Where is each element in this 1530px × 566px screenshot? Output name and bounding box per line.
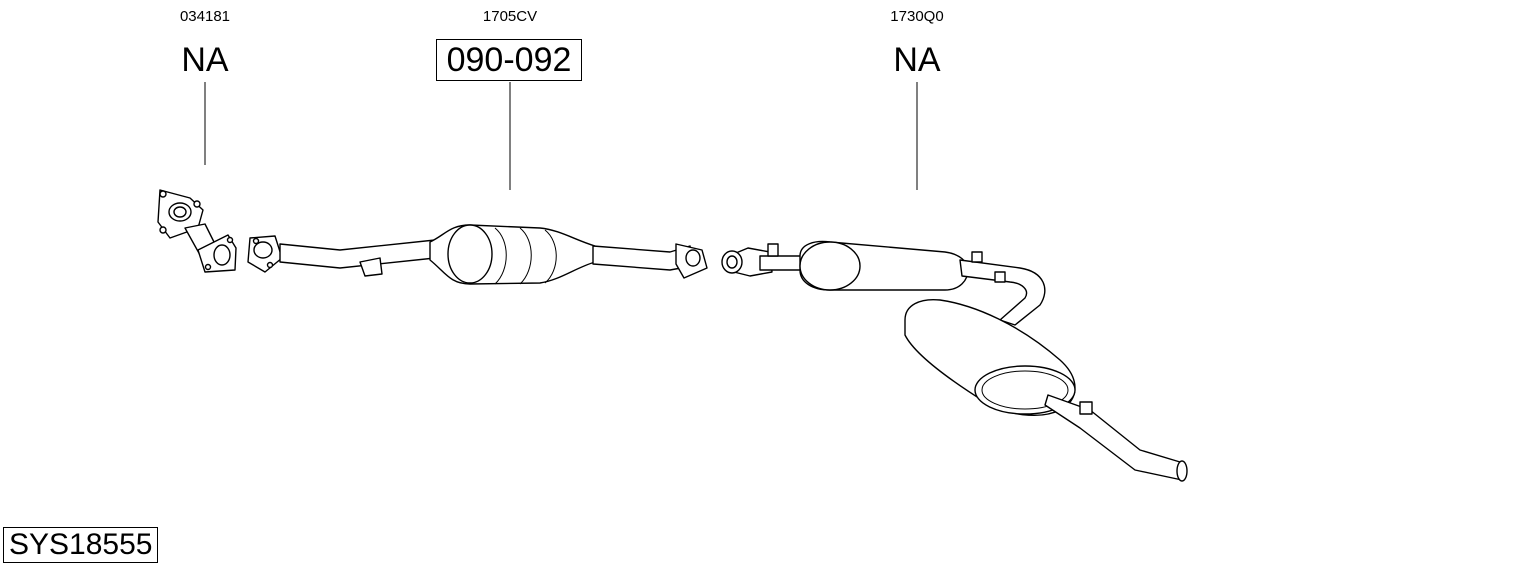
system-id-label: SYS18555 [3,527,159,563]
catalytic-converter-drawing [247,224,708,285]
silencer-assembly-drawing [721,240,1188,482]
part-code-2: 1705CV [482,8,538,25]
part-label-1: NA [181,41,229,79]
part-label-2[interactable]: 090-092 [436,39,582,81]
part-label-3: NA [893,41,941,79]
part-code-3: 1730Q0 [890,8,944,25]
front-pipe-drawing [157,189,237,273]
part-code-1: 034181 [179,8,231,25]
